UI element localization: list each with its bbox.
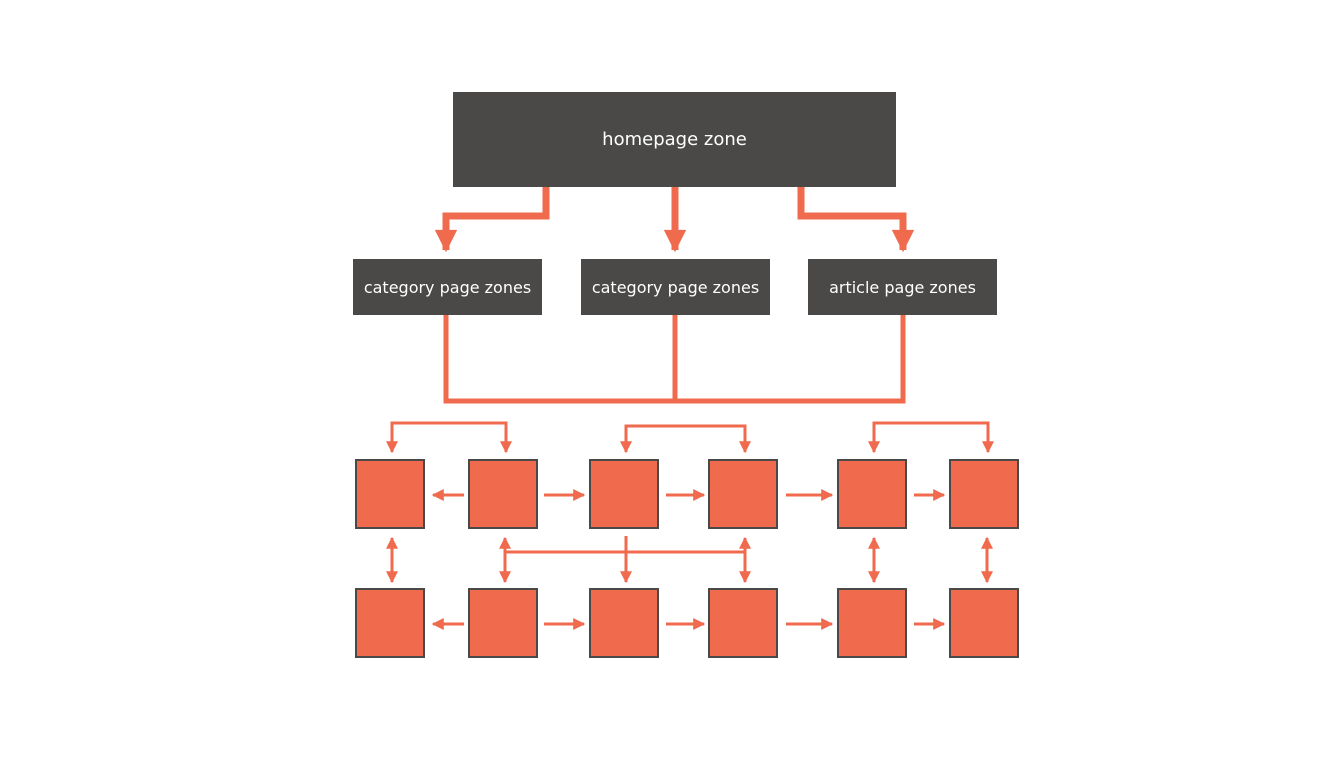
bus-line — [443, 315, 906, 404]
zone-square-r1-c1 — [355, 459, 425, 529]
zone-square-r2-c3 — [589, 588, 659, 658]
category-page-zones-node-2: category page zones — [581, 259, 770, 315]
bracket-connector-1 — [386, 421, 512, 454]
article-page-zones-node: article page zones — [808, 259, 997, 315]
connector-home-to-article — [797, 187, 915, 253]
connector-home-to-category-1 — [434, 187, 550, 253]
category-page-zones-node-1: category page zones — [353, 259, 542, 315]
zone-square-r2-c1 — [355, 588, 425, 658]
zone-square-r1-c4 — [708, 459, 778, 529]
zone-square-r1-c2 — [468, 459, 538, 529]
bracket-connector-2 — [620, 424, 751, 454]
zone-square-r2-c2 — [468, 588, 538, 658]
zone-square-r2-c6 — [949, 588, 1019, 658]
zone-square-r1-c3 — [589, 459, 659, 529]
zone-square-r2-c4 — [708, 588, 778, 658]
bracket-connector-3 — [868, 421, 994, 454]
zone-square-r2-c5 — [837, 588, 907, 658]
homepage-zone-node: homepage zone — [453, 92, 896, 187]
zone-square-r1-c5 — [837, 459, 907, 529]
zone-square-r1-c6 — [949, 459, 1019, 529]
